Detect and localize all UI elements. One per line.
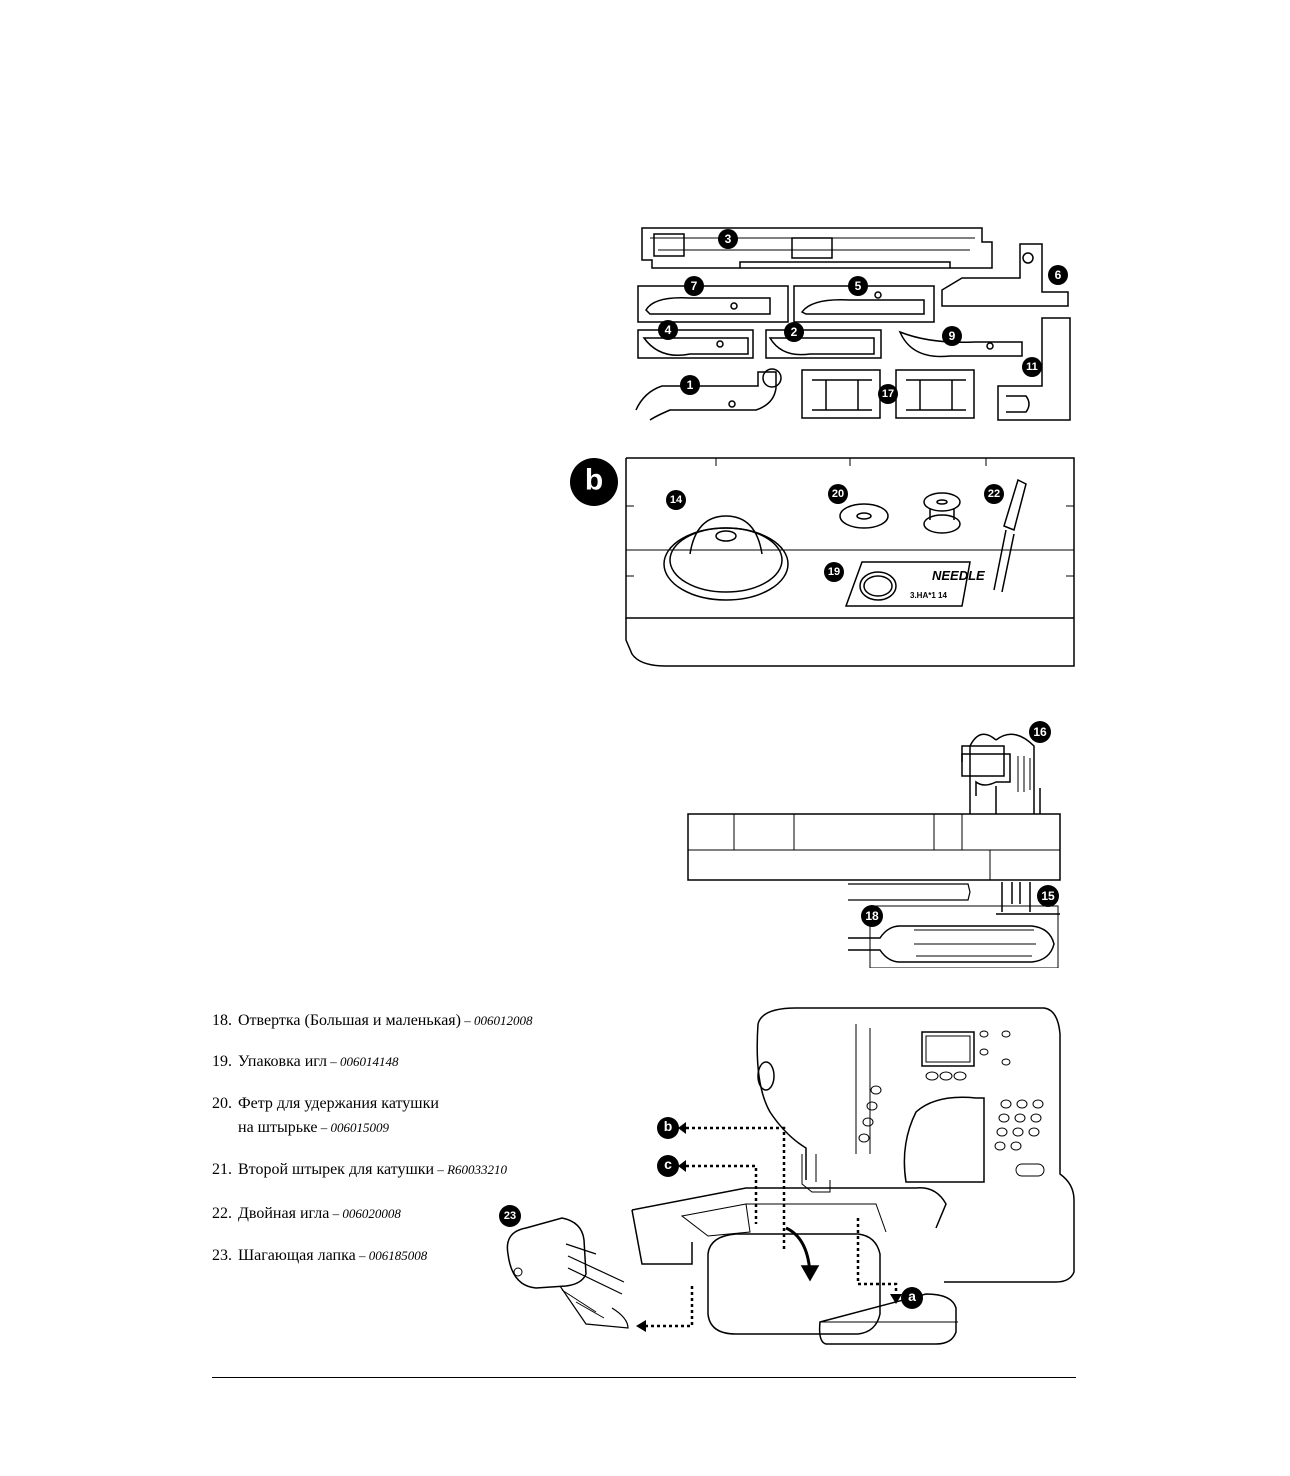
callout-20: 20 xyxy=(832,488,844,500)
callouts-figure-c: 16 15 18 xyxy=(861,721,1059,927)
callout-2: 2 xyxy=(791,325,798,339)
callout-14: 14 xyxy=(670,494,683,506)
callout-3: 3 xyxy=(725,232,732,246)
section-letter-b: b xyxy=(585,464,603,497)
callout-16: 16 xyxy=(1033,725,1047,739)
compartment-c-figure: 16 15 18 xyxy=(687,721,1061,968)
accessory-item-22: 22.Двойная игла – 006020008 xyxy=(212,1205,401,1222)
callout-17: 17 xyxy=(882,388,894,400)
accessory-item-23: 23.Шагающая лапка – 006185008 xyxy=(212,1247,428,1264)
callout-23: 23 xyxy=(504,1210,516,1222)
callout-18: 18 xyxy=(865,909,879,923)
accessory-item-19: 19.Упаковка игл – 006014148 xyxy=(212,1053,399,1070)
callout-15: 15 xyxy=(1041,889,1055,903)
sewing-machine-figure: b c a 23 xyxy=(499,1007,1075,1345)
needle-pack-sublabel: 3.HA*1 14 xyxy=(910,591,947,600)
compartment-b-figure: NEEDLE 3.HA*1 14 b 14 20 22 19 xyxy=(570,457,1075,667)
needle-pack-label: NEEDLE xyxy=(932,568,985,583)
callouts-machine: b c a 23 xyxy=(499,1117,923,1309)
callout-4: 4 xyxy=(665,323,672,337)
callout-7: 7 xyxy=(691,279,698,293)
compartment-label-b: b xyxy=(664,1118,673,1134)
compartment-label-c: c xyxy=(664,1156,672,1172)
accessory-item-21: 21.Второй штырек для катушки – R60033210 xyxy=(212,1161,508,1178)
callout-5: 5 xyxy=(855,279,862,293)
accessory-item-18: 18.Отвертка (Большая и маленькая) – 0060… xyxy=(212,1012,533,1029)
page-bottom-rule xyxy=(212,1377,1076,1378)
callout-1: 1 xyxy=(687,378,694,392)
callout-22: 22 xyxy=(988,488,1000,500)
compartment-label-a: a xyxy=(908,1288,916,1304)
accessory-tray-figure: 3 6 7 5 4 2 9 11 1 17 xyxy=(635,227,1071,421)
callout-6: 6 xyxy=(1055,268,1062,282)
callout-9: 9 xyxy=(949,329,956,343)
accessory-item-20: 20.Фетр для удержания катушки на штырьке… xyxy=(212,1095,439,1136)
callouts-figure-a: 3 6 7 5 4 2 9 11 1 17 xyxy=(658,229,1068,404)
callout-11: 11 xyxy=(1026,361,1038,373)
callout-19: 19 xyxy=(828,566,840,578)
callouts-figure-b: b 14 20 22 19 xyxy=(570,458,1004,582)
